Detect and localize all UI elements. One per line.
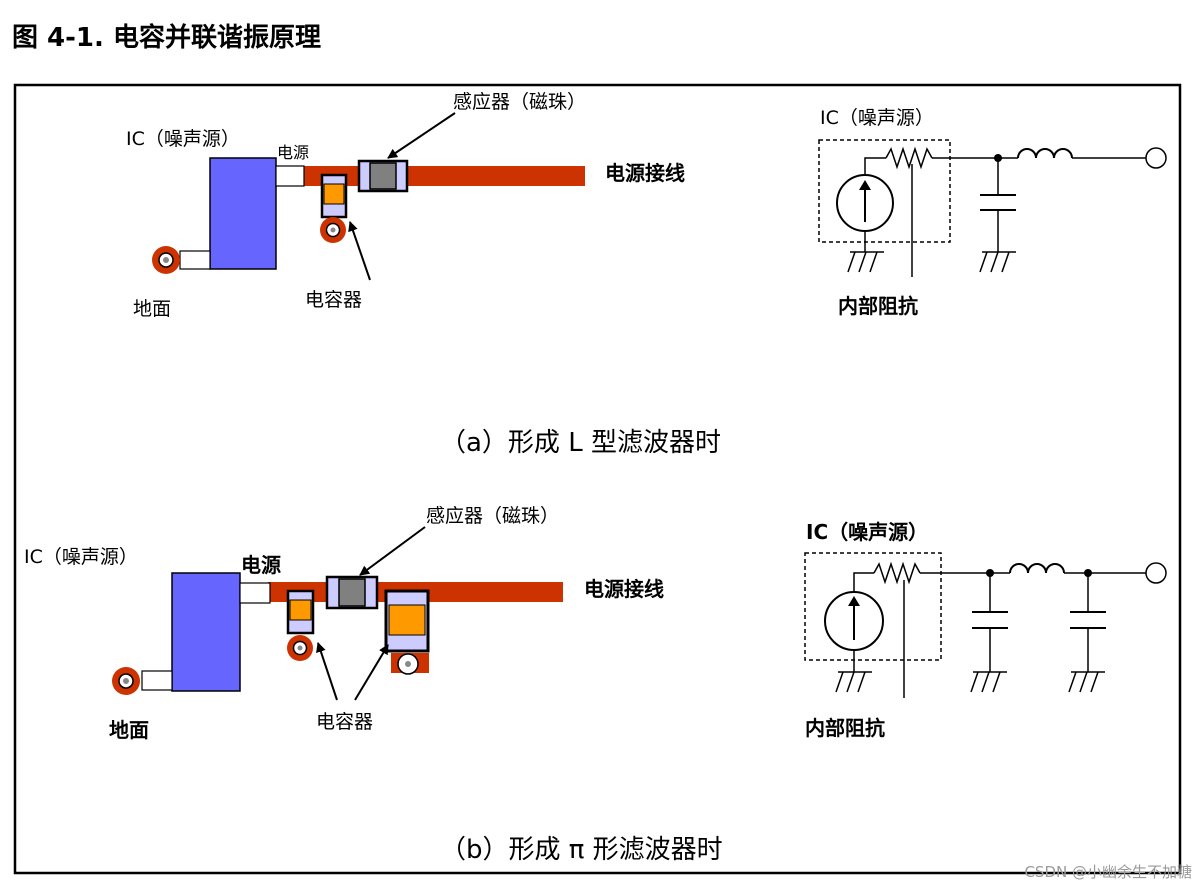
ground-pin bbox=[179, 250, 211, 270]
power-pin bbox=[275, 165, 305, 187]
figure-title: 图 4-1. 电容并联谐振原理 bbox=[12, 22, 321, 53]
capacitor-label: 电容器 bbox=[316, 711, 373, 733]
ground-symbol-icon bbox=[979, 251, 1016, 273]
capacitor-ground-via bbox=[320, 217, 346, 243]
ic-dashed-box bbox=[804, 552, 942, 661]
impedance-label: 内部阻抗 bbox=[805, 716, 885, 740]
ic-dashed-box bbox=[818, 139, 951, 243]
capacitor-arrow bbox=[316, 642, 338, 701]
ground-pin bbox=[141, 670, 173, 691]
power-line-label: 电源接线 bbox=[584, 577, 664, 601]
panel-a-schematic bbox=[818, 139, 1167, 277]
power-line-label: 电源接线 bbox=[605, 161, 685, 185]
output-terminal bbox=[1145, 147, 1167, 169]
inductor-label: 感应器（磁珠） bbox=[426, 505, 559, 527]
output-terminal bbox=[1145, 562, 1167, 584]
ic-label: IC（噪声源） bbox=[126, 128, 240, 150]
resistor-icon bbox=[873, 561, 921, 585]
capacitor-large bbox=[384, 589, 430, 675]
ground-pad bbox=[112, 667, 140, 695]
capacitor bbox=[320, 173, 348, 219]
caption-b: （b）形成 π 形滤波器时 bbox=[440, 835, 723, 865]
ferrite-bead bbox=[325, 575, 379, 610]
inductor-arrow bbox=[387, 112, 456, 159]
panel-b-layout: IC（噪声源） 电源 感应器（磁珠） 电源接线 电容器 地面 bbox=[24, 505, 664, 742]
ic-chip bbox=[171, 572, 241, 692]
power-label: 电源 bbox=[277, 143, 309, 162]
panel-a-layout: IC（噪声源） 电源 感应器（磁珠） 电源接线 电容器 地面 bbox=[126, 91, 685, 320]
capacitor-arrow bbox=[354, 644, 389, 701]
resistor-icon bbox=[885, 146, 933, 170]
impedance-label: 内部阻抗 bbox=[838, 294, 918, 318]
panel-b-schematic bbox=[804, 552, 1167, 698]
ground-symbol-icon bbox=[1068, 671, 1105, 693]
ic-label: IC（噪声源） bbox=[24, 546, 138, 568]
capacitor-arrow bbox=[348, 221, 371, 281]
capacitor-ground-via bbox=[287, 635, 313, 661]
power-label: 电源 bbox=[241, 553, 281, 577]
schematic-ic-label: IC（噪声源） bbox=[820, 107, 934, 129]
ground-label: 地面 bbox=[133, 298, 171, 320]
capacitor-label: 电容器 bbox=[305, 289, 362, 311]
ground-pad bbox=[152, 246, 180, 274]
ferrite-bead bbox=[357, 159, 409, 193]
inductor-arrow bbox=[359, 526, 426, 576]
ground-symbol-icon bbox=[970, 671, 1007, 693]
ic-chip bbox=[209, 157, 277, 270]
ground-symbol-icon bbox=[835, 650, 872, 693]
capacitor-small bbox=[286, 589, 315, 635]
ground-label: 地面 bbox=[109, 718, 149, 742]
power-pin bbox=[239, 582, 271, 604]
inductor-icon bbox=[1017, 148, 1073, 159]
watermark: CSDN @小幽余生不加糖 bbox=[1024, 863, 1192, 881]
inductor-label: 感应器（磁珠） bbox=[453, 91, 586, 113]
figure-frame bbox=[13, 83, 1182, 875]
caption-a: （a）形成 L 型滤波器时 bbox=[440, 428, 721, 458]
inductor-icon bbox=[1009, 563, 1065, 574]
ground-symbol-icon bbox=[847, 231, 884, 273]
schematic-ic-label: IC（噪声源） bbox=[806, 520, 928, 544]
